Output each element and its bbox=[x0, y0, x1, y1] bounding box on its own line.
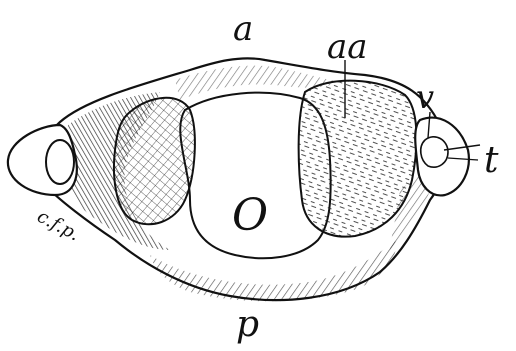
left-articular-facet bbox=[114, 98, 195, 224]
label-vertebrarterial: v bbox=[416, 78, 434, 116]
label-anterior-articular: aa bbox=[327, 27, 368, 67]
label-transverse: t bbox=[484, 140, 499, 181]
label-posterior: p bbox=[236, 304, 259, 345]
label-foramen: O bbox=[232, 190, 268, 241]
label-anterior: a bbox=[233, 9, 253, 49]
left-transverse-foramen bbox=[46, 140, 74, 184]
right-transverse-foramen bbox=[421, 137, 448, 167]
